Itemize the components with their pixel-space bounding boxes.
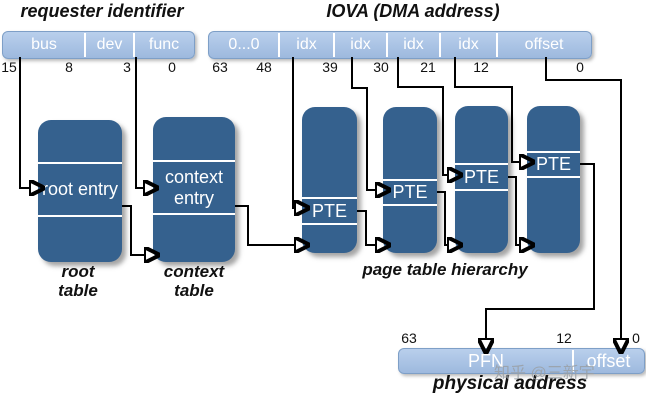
requester-field-dev: dev (96, 36, 123, 53)
arrow-bus-to-root-entry (19, 57, 31, 188)
context-table: context entry (153, 117, 235, 262)
context-entry-band: context entry (153, 160, 235, 215)
physical-field-offset: offset (586, 350, 631, 371)
watermark: 知乎 @三新宇 (494, 365, 595, 382)
iova-title: IOVA (DMA address) (326, 1, 500, 21)
root-table-caption: root table (58, 262, 98, 300)
arrow-pte2-to-pte3-table (437, 191, 449, 245)
pte-table-1: PTE (302, 107, 357, 253)
requester-identifier-title: requester identifier (20, 1, 184, 21)
arrow-pte3-to-pte4-table (508, 176, 521, 245)
bit-label: 0 (576, 59, 584, 75)
bit-label: 15 (1, 59, 17, 75)
field-divider (133, 33, 135, 57)
iova-field-idx1: idx (296, 36, 317, 53)
arrow-idx3-to-pte3 (397, 57, 449, 175)
pte-table-2: PTE (383, 107, 437, 253)
bit-label: 0 (632, 330, 640, 346)
arrow-devfunc-to-context-entry (135, 57, 145, 188)
field-divider (278, 33, 280, 57)
bit-label: 12 (473, 59, 489, 75)
iova-bar: 0...0 idx idx idx idx offset (208, 31, 592, 59)
field-divider (572, 350, 574, 372)
field-divider (333, 33, 335, 57)
pte-table-4: PTE (527, 106, 580, 253)
iova-field-idx2: idx (350, 36, 371, 53)
arrow-context-entry-to-pte1-table (235, 205, 296, 245)
bit-label: 48 (256, 59, 272, 75)
iova-field-zeros: 0...0 (228, 36, 260, 53)
root-table: root entry (38, 120, 122, 262)
arrow-idx4-to-pte4 (454, 57, 521, 162)
field-divider (386, 33, 388, 57)
requester-bar: bus dev func (2, 31, 195, 59)
bit-label: 8 (65, 59, 73, 75)
field-divider (84, 33, 86, 57)
bit-label: 3 (123, 59, 131, 75)
iova-field-idx3: idx (403, 36, 424, 53)
requester-field-func: func (148, 36, 180, 53)
arrow-offset-to-physical-offset (545, 57, 621, 340)
pte-band: PTE (527, 151, 580, 178)
field-divider (496, 33, 498, 57)
requester-field-bus: bus (31, 36, 57, 53)
bit-label: 39 (322, 59, 338, 75)
iova-field-idx4: idx (458, 36, 479, 53)
arrow-idx2-to-pte2 (351, 57, 377, 190)
bit-label: 0 (168, 59, 176, 75)
page-table-hierarchy-caption: page table hierarchy (362, 260, 528, 279)
root-entry-band: root entry (38, 162, 122, 217)
arrow-idx1-to-pte1 (292, 57, 296, 208)
bit-label: 21 (420, 59, 436, 75)
physical-address-bar: PFN offset (398, 348, 645, 374)
bit-label: 63 (401, 330, 417, 346)
physical-field-pfn: PFN (468, 350, 504, 371)
physical-address-caption: physical address (432, 373, 588, 394)
pte-table-3: PTE (455, 106, 508, 253)
bit-label: 30 (373, 59, 389, 75)
bit-label: 12 (556, 330, 572, 346)
pte-band: PTE (302, 197, 357, 225)
arrow-pte4-to-pfn (486, 163, 595, 340)
field-divider (439, 33, 441, 57)
context-table-caption: context table (163, 262, 225, 300)
pte-band: PTE (455, 163, 508, 191)
bit-label: 63 (212, 59, 228, 75)
arrow-root-entry-to-context-table (122, 205, 146, 255)
iova-field-offset: offset (524, 36, 564, 53)
pte-band: PTE (383, 179, 437, 206)
arrow-pte1-to-pte2-table (357, 210, 377, 245)
